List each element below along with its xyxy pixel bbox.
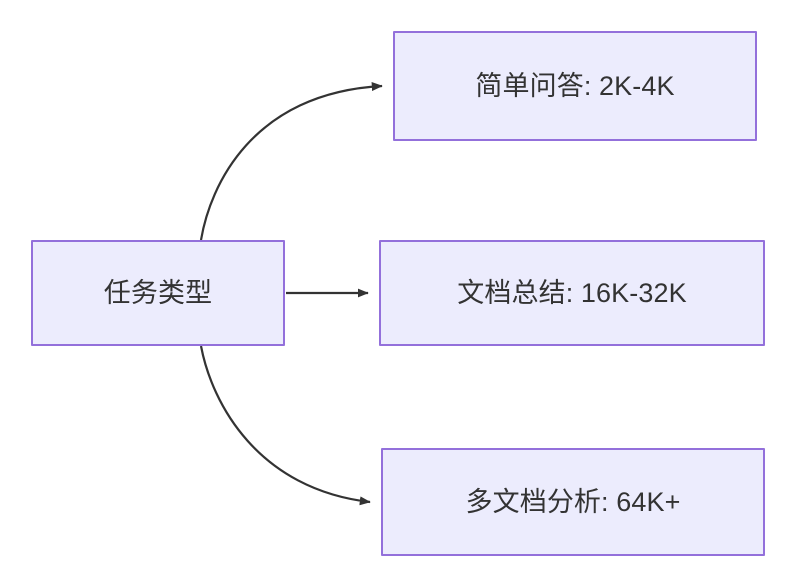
edge-root-to-multi-doc-analysis bbox=[199, 345, 371, 506]
node-task-type[interactable]: 任务类型 bbox=[31, 240, 285, 346]
node-doc-summary[interactable]: 文档总结: 16K-32K bbox=[379, 240, 765, 346]
node-simple-qa-label: 简单问答: 2K-4K bbox=[475, 70, 675, 101]
node-simple-qa[interactable]: 简单问答: 2K-4K bbox=[393, 31, 757, 141]
node-doc-summary-label: 文档总结: 16K-32K bbox=[457, 277, 687, 308]
node-multi-doc-analysis[interactable]: 多文档分析: 64K+ bbox=[381, 448, 765, 556]
edge-root-to-simple-qa bbox=[199, 82, 383, 241]
node-task-type-label: 任务类型 bbox=[103, 277, 213, 308]
node-multi-doc-analysis-label: 多文档分析: 64K+ bbox=[465, 486, 681, 517]
